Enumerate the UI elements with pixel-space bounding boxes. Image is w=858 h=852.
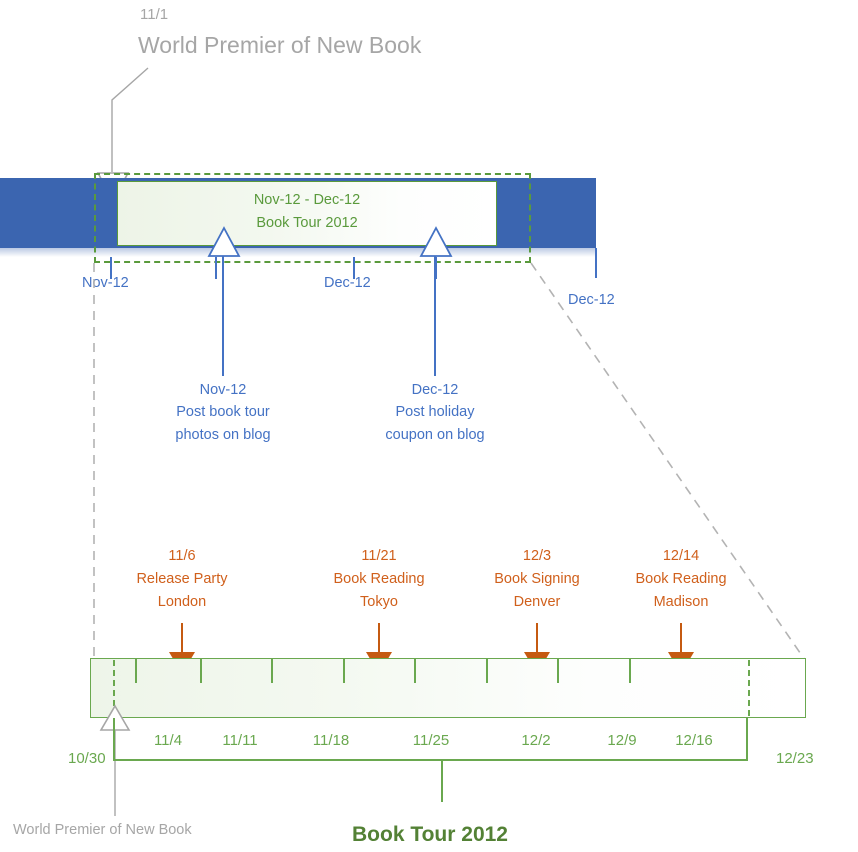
event-line1-2: Book Reading bbox=[333, 571, 425, 587]
detail-tick-8 bbox=[629, 659, 631, 683]
event-stem-3 bbox=[536, 623, 538, 653]
bracket-stem bbox=[441, 759, 443, 802]
detail-tick-1 bbox=[135, 659, 137, 683]
bottom-callout-connector bbox=[114, 730, 116, 816]
detail-range-end-label: 12/23 bbox=[776, 750, 814, 767]
detail-tick-4 bbox=[343, 659, 345, 683]
event-line1-4: Book Reading bbox=[635, 571, 727, 587]
detail-axis-label-3: 11/18 bbox=[312, 732, 350, 749]
event-date-4: 12/14 bbox=[662, 548, 700, 564]
lane-axis-label-dec-right: Dec-12 bbox=[568, 292, 615, 308]
lane-axis-tick-5 bbox=[595, 248, 597, 278]
zoom-selection-region[interactable] bbox=[94, 173, 531, 263]
detail-range-start-label: 10/30 bbox=[68, 750, 106, 767]
detail-start-marker[interactable] bbox=[98, 704, 132, 732]
phase-range-label: Nov-12 - Dec-12 bbox=[253, 192, 361, 208]
bottom-callout-title: World Premier of New Book bbox=[13, 822, 192, 838]
milestone-line2-1: photos on blog bbox=[175, 427, 271, 443]
milestone-line1-1: Post book tour bbox=[176, 404, 270, 420]
event-date-1: 11/6 bbox=[168, 548, 196, 564]
milestone-line1-2: Post holiday bbox=[395, 404, 475, 420]
detail-tick-2 bbox=[200, 659, 202, 683]
detail-axis-label-1: 11/4 bbox=[153, 732, 183, 749]
detail-axis-label-5: 12/2 bbox=[521, 732, 551, 749]
milestone-date-1: Nov-12 bbox=[199, 382, 247, 398]
detail-axis-label-2: 11/11 bbox=[222, 732, 258, 749]
event-stem-1 bbox=[181, 623, 183, 653]
event-line2-3: Denver bbox=[513, 594, 561, 610]
milestone-stem-2 bbox=[434, 256, 436, 376]
detail-tick-5 bbox=[414, 659, 416, 683]
lane-axis-label-dec: Dec-12 bbox=[324, 275, 371, 291]
bracket-horizontal bbox=[113, 759, 748, 761]
detail-tick-7 bbox=[557, 659, 559, 683]
detail-axis-label-7: 12/16 bbox=[675, 732, 713, 749]
top-callout-date: 11/1 bbox=[140, 6, 169, 23]
swimlane-shadow bbox=[0, 248, 596, 257]
lane-axis-tick-2 bbox=[215, 257, 217, 279]
top-callout-connector bbox=[111, 67, 149, 172]
lane-axis-tick-1 bbox=[110, 257, 112, 279]
event-line1-1: Release Party bbox=[136, 571, 228, 587]
bracket-right-arm bbox=[746, 718, 748, 760]
event-line1-3: Book Signing bbox=[494, 571, 580, 587]
phase-box[interactable]: Nov-12 - Dec-12 Book Tour 2012 bbox=[117, 181, 497, 246]
detail-timeline-bar[interactable] bbox=[90, 658, 806, 718]
detail-tick-3 bbox=[271, 659, 273, 683]
event-line2-4: Madison bbox=[653, 594, 709, 610]
event-stem-2 bbox=[378, 623, 380, 653]
event-line2-1: London bbox=[157, 594, 207, 610]
event-date-2: 11/21 bbox=[361, 548, 397, 564]
phase-name-label: Book Tour 2012 bbox=[256, 215, 358, 232]
top-callout-title: World Premier of New Book bbox=[138, 32, 422, 58]
bottom-title: Book Tour 2012 bbox=[352, 823, 508, 846]
milestone-stem-1 bbox=[222, 256, 224, 376]
bracket-left-arm bbox=[113, 718, 115, 760]
lane-axis-tick-4 bbox=[435, 257, 437, 279]
milestone-marker-1[interactable] bbox=[206, 226, 242, 258]
event-date-3: 12/3 bbox=[522, 548, 552, 564]
milestone-marker-2[interactable] bbox=[418, 226, 454, 258]
detail-axis-label-6: 12/9 bbox=[607, 732, 637, 749]
detail-timeline-start-dash bbox=[113, 660, 115, 716]
detail-tick-6 bbox=[486, 659, 488, 683]
detail-timeline-end-dash bbox=[748, 660, 750, 716]
event-line2-2: Tokyo bbox=[360, 594, 398, 610]
lane-axis-tick-3 bbox=[353, 257, 355, 279]
event-stem-4 bbox=[680, 623, 682, 653]
detail-axis-label-4: 11/25 bbox=[412, 732, 450, 749]
milestone-date-2: Dec-12 bbox=[411, 382, 459, 398]
milestone-line2-2: coupon on blog bbox=[385, 427, 485, 443]
